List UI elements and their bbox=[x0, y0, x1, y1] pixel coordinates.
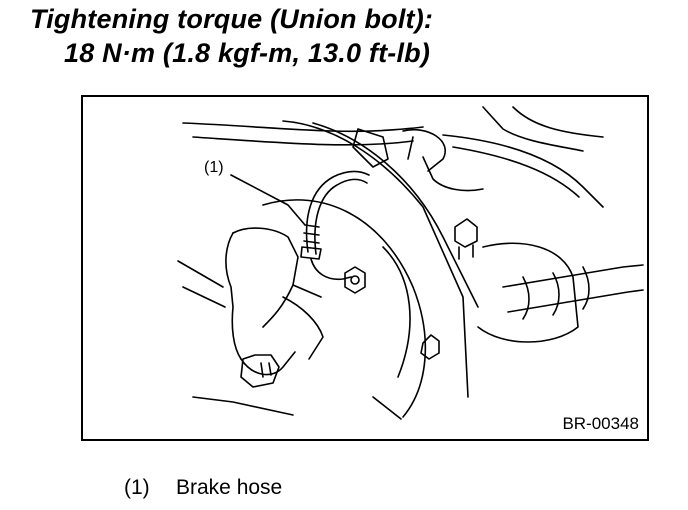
legend-label: Brake hose bbox=[176, 476, 283, 499]
brake-caliper-illustration: (1) BR-00348 bbox=[81, 95, 649, 441]
torque-value: 18 N·m (1.8 kgf-m, 13.0 ft-lb) bbox=[64, 38, 431, 68]
legend-item: (1) Brake hose bbox=[124, 476, 282, 500]
figure-code: BR-00348 bbox=[562, 414, 639, 433]
hose-callout-label: (1) bbox=[204, 159, 224, 176]
torque-title: Tightening torque (Union bolt): bbox=[30, 4, 434, 34]
legend-number: (1) bbox=[124, 476, 150, 499]
torque-specification: Tightening torque (Union bolt): 18 N·m (… bbox=[30, 2, 433, 70]
line-drawing bbox=[177, 106, 644, 420]
